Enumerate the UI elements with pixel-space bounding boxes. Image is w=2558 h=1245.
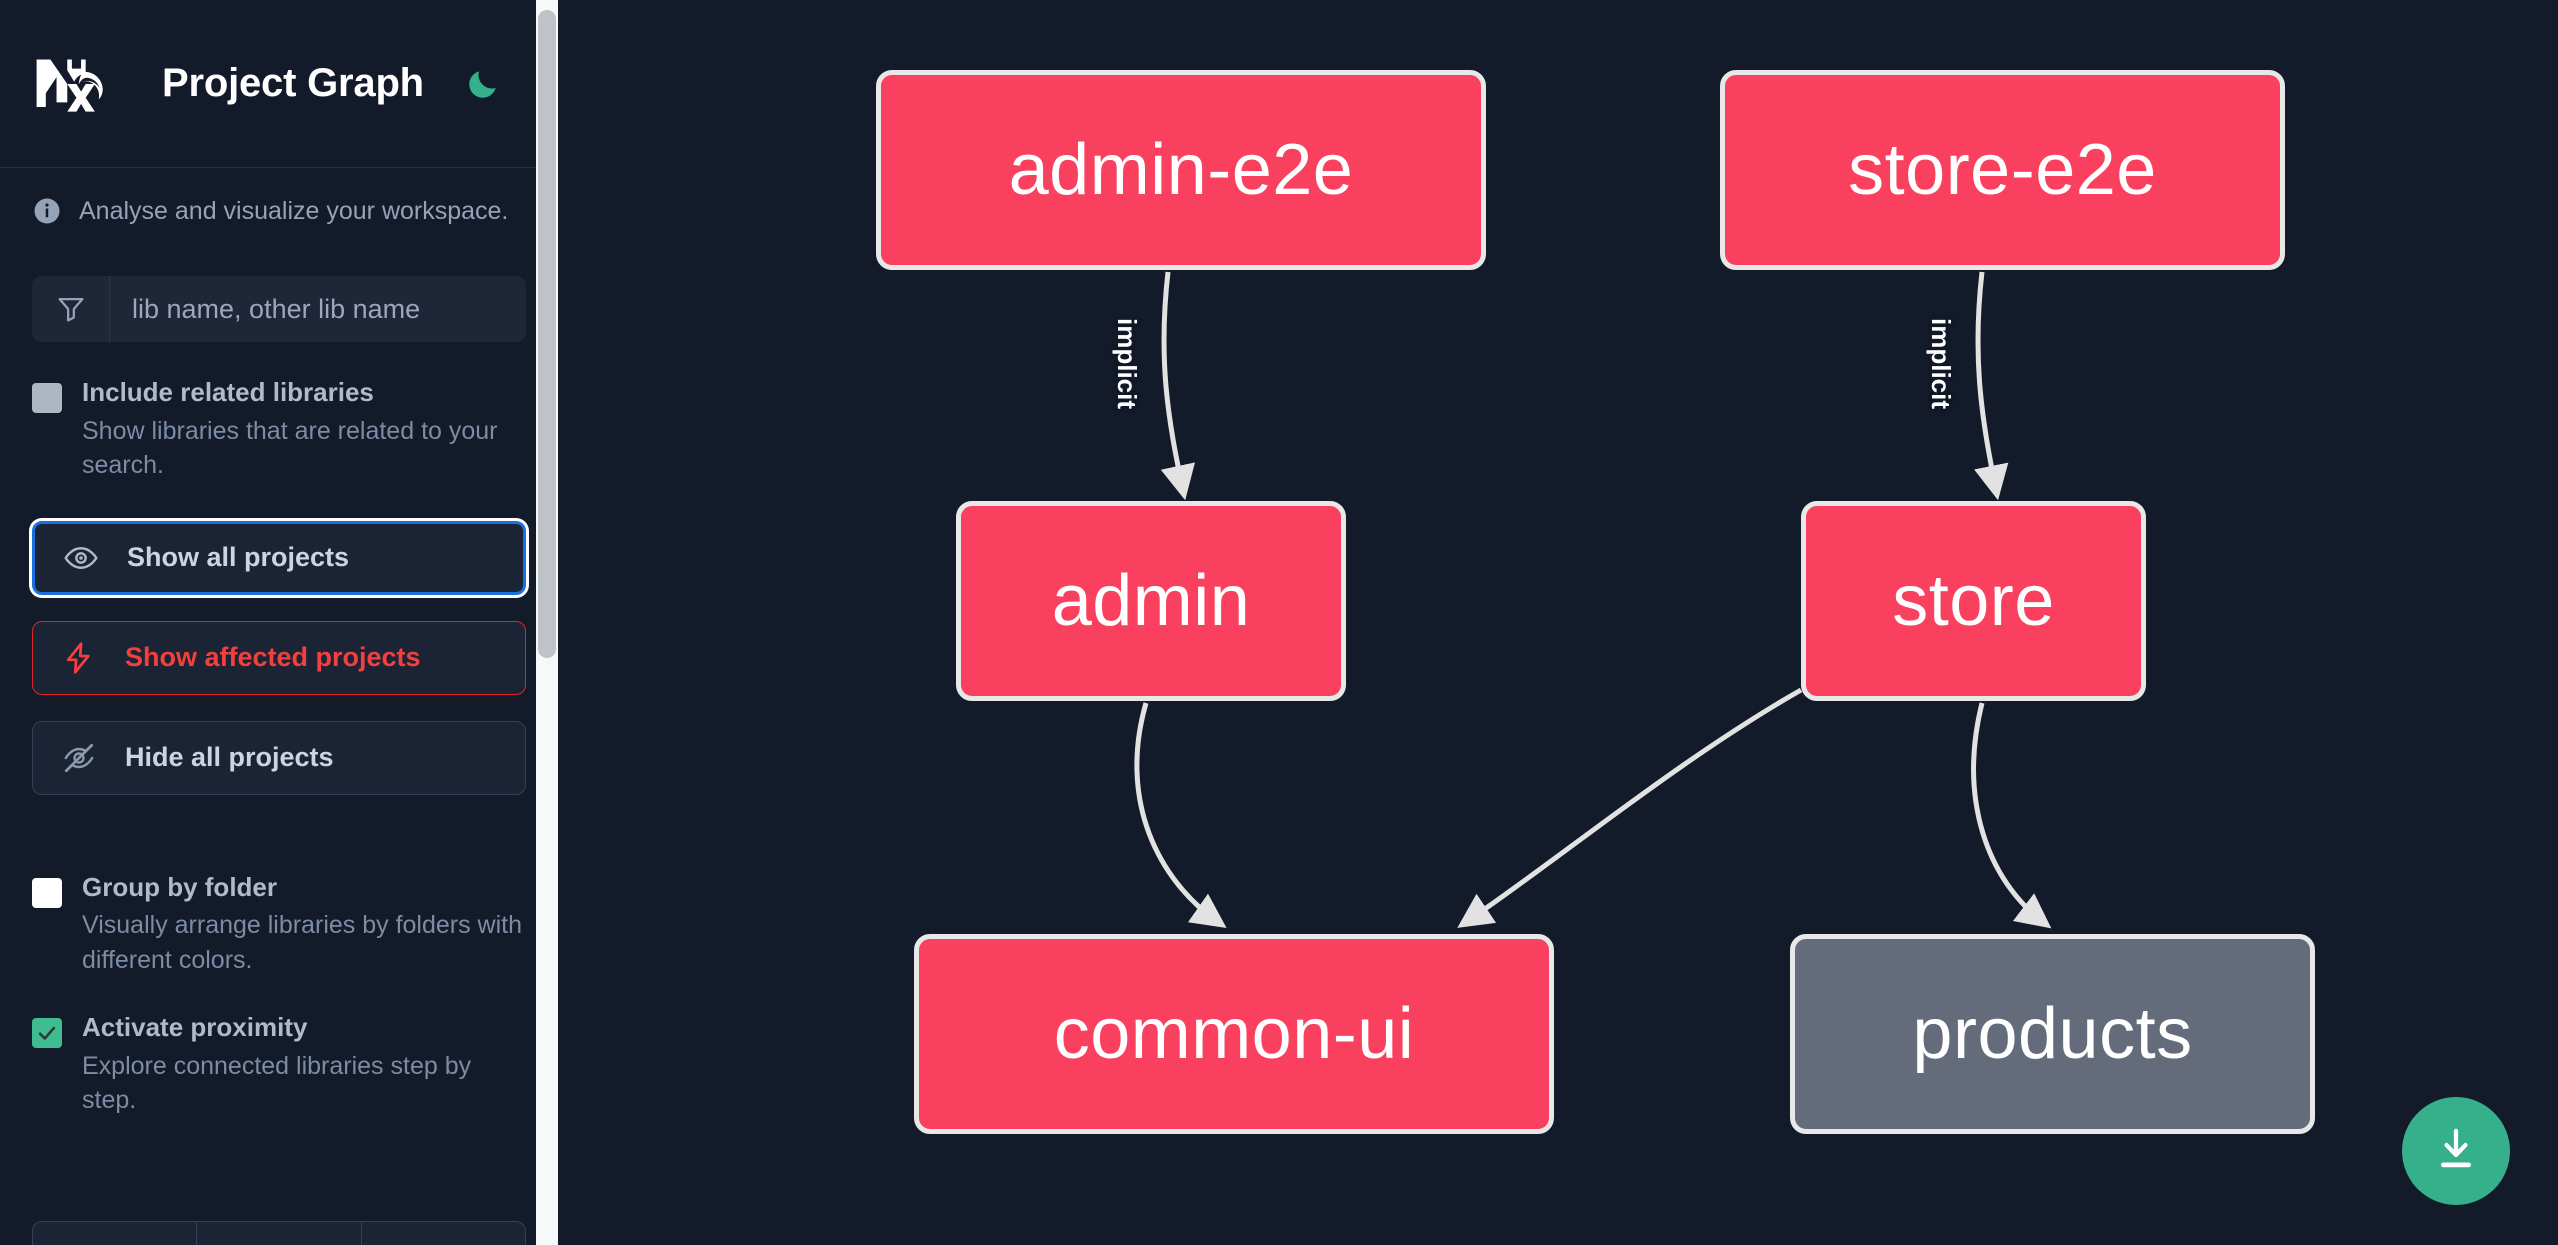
proximity-step-control[interactable] <box>32 1221 526 1245</box>
workspace-info-text: Analyse and visualize your workspace. <box>79 196 509 225</box>
bolt-icon <box>61 640 97 676</box>
eye-icon <box>63 540 99 576</box>
edge-admin-to-common-ui <box>1134 702 1227 929</box>
graph-node-products[interactable]: products <box>1790 934 2315 1134</box>
show-affected-projects-button[interactable]: Show affected projects <box>32 620 526 695</box>
checkbox-group-by-folder-label: Group by folder <box>82 871 277 902</box>
edge-admin-e2e-to-admin <box>1160 271 1195 501</box>
proximity-step-option[interactable] <box>362 1222 525 1245</box>
sidebar-header: Project Graph <box>0 0 558 168</box>
sidebar: Project Graph Analyse and visualize your… <box>0 0 558 1245</box>
search-input[interactable] <box>110 276 526 342</box>
checkbox-group-by-folder-description: Visually arrange libraries by folders wi… <box>82 911 523 974</box>
graph-node-admin-label: admin <box>1051 561 1251 641</box>
sidebar-scrollbar-thumb[interactable] <box>538 10 556 658</box>
spacer <box>0 483 558 521</box>
graph-node-store-e2e-label: store-e2e <box>1848 130 2157 210</box>
funnel-icon <box>32 276 110 342</box>
checkbox-activate-proximity-label: Activate proximity <box>82 1012 308 1043</box>
show-all-projects-button[interactable]: Show all projects <box>32 520 526 595</box>
checkbox-include-related-libraries-description: Show libraries that are related to your … <box>82 416 498 480</box>
filter-search-box[interactable] <box>32 276 526 342</box>
checkbox-group-by-folder[interactable]: Group by folder Visually arrange librari… <box>0 837 558 978</box>
page-title: Project Graph <box>162 61 424 105</box>
graph-node-store-label: store <box>1892 561 2055 641</box>
nx-logo-icon <box>32 52 124 116</box>
graph-canvas[interactable]: admin-e2e store-e2e admin store common-u… <box>558 0 2558 1245</box>
download-button[interactable] <box>2402 1097 2510 1205</box>
edge-label-admin-e2e-implicit: implicit <box>1112 318 1142 410</box>
moon-icon[interactable] <box>462 63 504 105</box>
edge-store-to-products <box>1971 702 2052 929</box>
checkbox-group-by-folder-box[interactable] <box>32 877 62 908</box>
graph-node-products-label: products <box>1912 994 2193 1074</box>
show-affected-projects-label: Show affected projects <box>125 642 421 673</box>
sidebar-scrollbar[interactable] <box>536 0 558 1245</box>
hide-all-projects-button[interactable]: Hide all projects <box>32 720 526 795</box>
spacer <box>0 795 558 837</box>
proximity-step-option[interactable] <box>197 1222 362 1245</box>
workspace-info: Analyse and visualize your workspace. <box>0 168 558 226</box>
graph-node-admin-e2e-label: admin-e2e <box>1008 130 1354 210</box>
graph-node-common-ui-label: common-ui <box>1053 994 1415 1074</box>
edge-store-e2e-to-store <box>1974 271 2009 501</box>
graph-node-store[interactable]: store <box>1801 501 2146 701</box>
checkbox-activate-proximity-description: Explore connected libraries step by step… <box>82 1051 472 1115</box>
spacer <box>0 595 558 621</box>
graph-node-admin[interactable]: admin <box>956 501 1346 701</box>
edge-store-to-common-ui <box>1457 687 1803 928</box>
show-all-projects-label: Show all projects <box>127 542 350 573</box>
edge-label-store-e2e-implicit: implicit <box>1926 318 1956 410</box>
download-icon <box>2429 1123 2483 1180</box>
checkbox-activate-proximity-box[interactable] <box>32 1018 62 1049</box>
hide-all-projects-label: Hide all projects <box>125 742 334 773</box>
spacer <box>0 695 558 721</box>
info-icon <box>32 196 62 226</box>
eye-off-icon <box>61 740 97 776</box>
proximity-step-option[interactable] <box>33 1222 198 1245</box>
checkbox-include-related-libraries-label: Include related libraries <box>82 377 374 407</box>
checkbox-include-related-libraries[interactable]: Include related libraries Show libraries… <box>0 342 558 483</box>
graph-node-store-e2e[interactable]: store-e2e <box>1720 70 2285 270</box>
graph-node-common-ui[interactable]: common-ui <box>914 934 1554 1134</box>
graph-node-admin-e2e[interactable]: admin-e2e <box>876 70 1486 270</box>
checkbox-activate-proximity[interactable]: Activate proximity Explore connected lib… <box>0 977 558 1118</box>
checkbox-include-related-libraries-box[interactable] <box>32 383 62 413</box>
